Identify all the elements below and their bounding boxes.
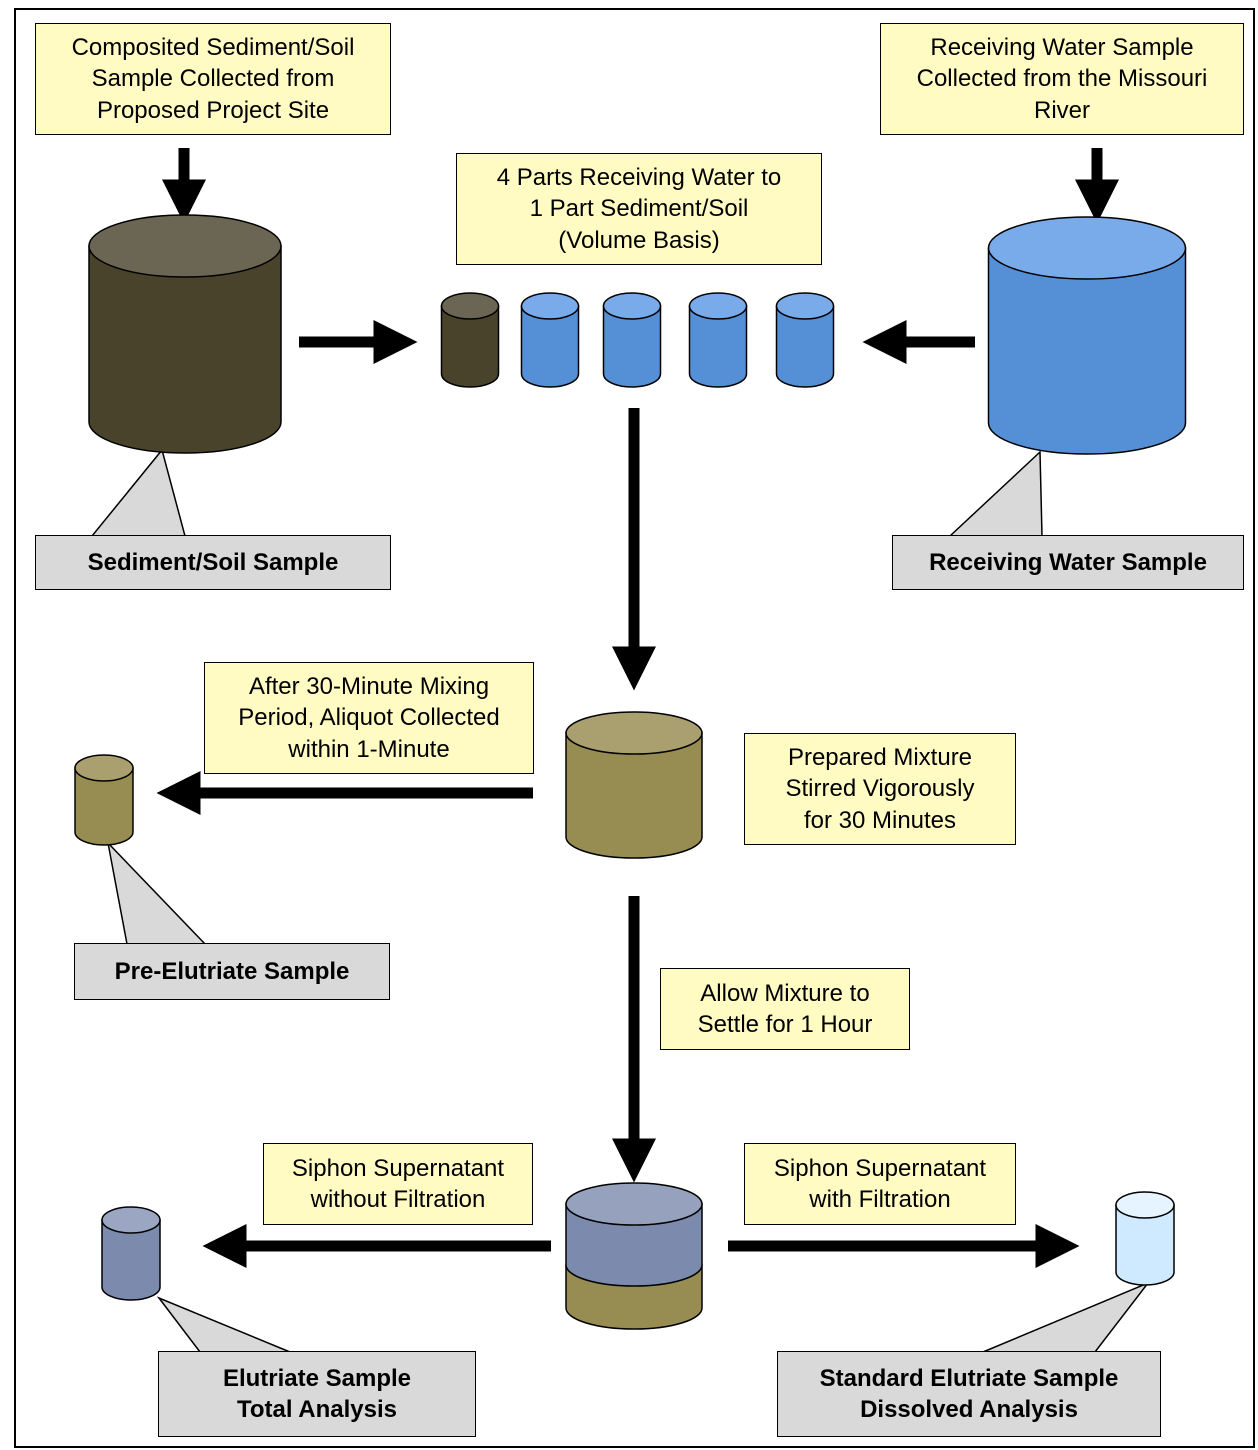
ratio-water-cylinder-1 [520,292,580,388]
sediment-callout-pointer [90,448,186,537]
pre-elutriate-label: Pre-Elutriate Sample [74,943,390,1000]
stirred-note: Prepared Mixture Stirred Vigorously for … [744,733,1016,845]
settled-cylinder [565,1182,703,1330]
ratio-water-cylinder-2 [602,292,662,388]
ratio-sediment-cylinder [440,292,500,388]
standard-callout-pointer [982,1281,1151,1353]
ratio-water-cylinder-3 [688,292,748,388]
ratio-note: 4 Parts Receiving Water to 1 Part Sedime… [456,153,822,265]
elutriate-callout-pointer [156,1296,291,1353]
water-sample-label: Receiving Water Sample [892,535,1244,590]
siphon-filtered-note: Siphon Supernatant with Filtration [744,1143,1016,1225]
settle-note: Allow Mixture to Settle for 1 Hour [660,968,910,1050]
water-cylinder [987,216,1187,455]
sediment-source-note: Composited Sediment/Soil Sample Collecte… [35,23,391,135]
diagram-frame [14,8,1255,1448]
mixture-cylinder [565,711,703,859]
pre-elutriate-callout-pointer [106,840,207,945]
sediment-sample-label: Sediment/Soil Sample [35,535,391,590]
pre-elutriate-cylinder [74,754,134,846]
elutriate-cylinder [101,1206,161,1301]
water-source-note: Receiving Water Sample Collected from th… [880,23,1244,135]
standard-elutriate-cylinder [1115,1191,1175,1286]
elutriate-total-label: Elutriate Sample Total Analysis [158,1351,476,1437]
sediment-cylinder [88,214,282,454]
water-callout-pointer [948,450,1043,537]
ratio-water-cylinder-4 [775,292,835,388]
siphon-unfiltered-note: Siphon Supernatant without Filtration [263,1143,533,1225]
standard-elutriate-label: Standard Elutriate Sample Dissolved Anal… [777,1351,1161,1437]
aliquot-note: After 30-Minute Mixing Period, Aliquot C… [204,662,534,774]
